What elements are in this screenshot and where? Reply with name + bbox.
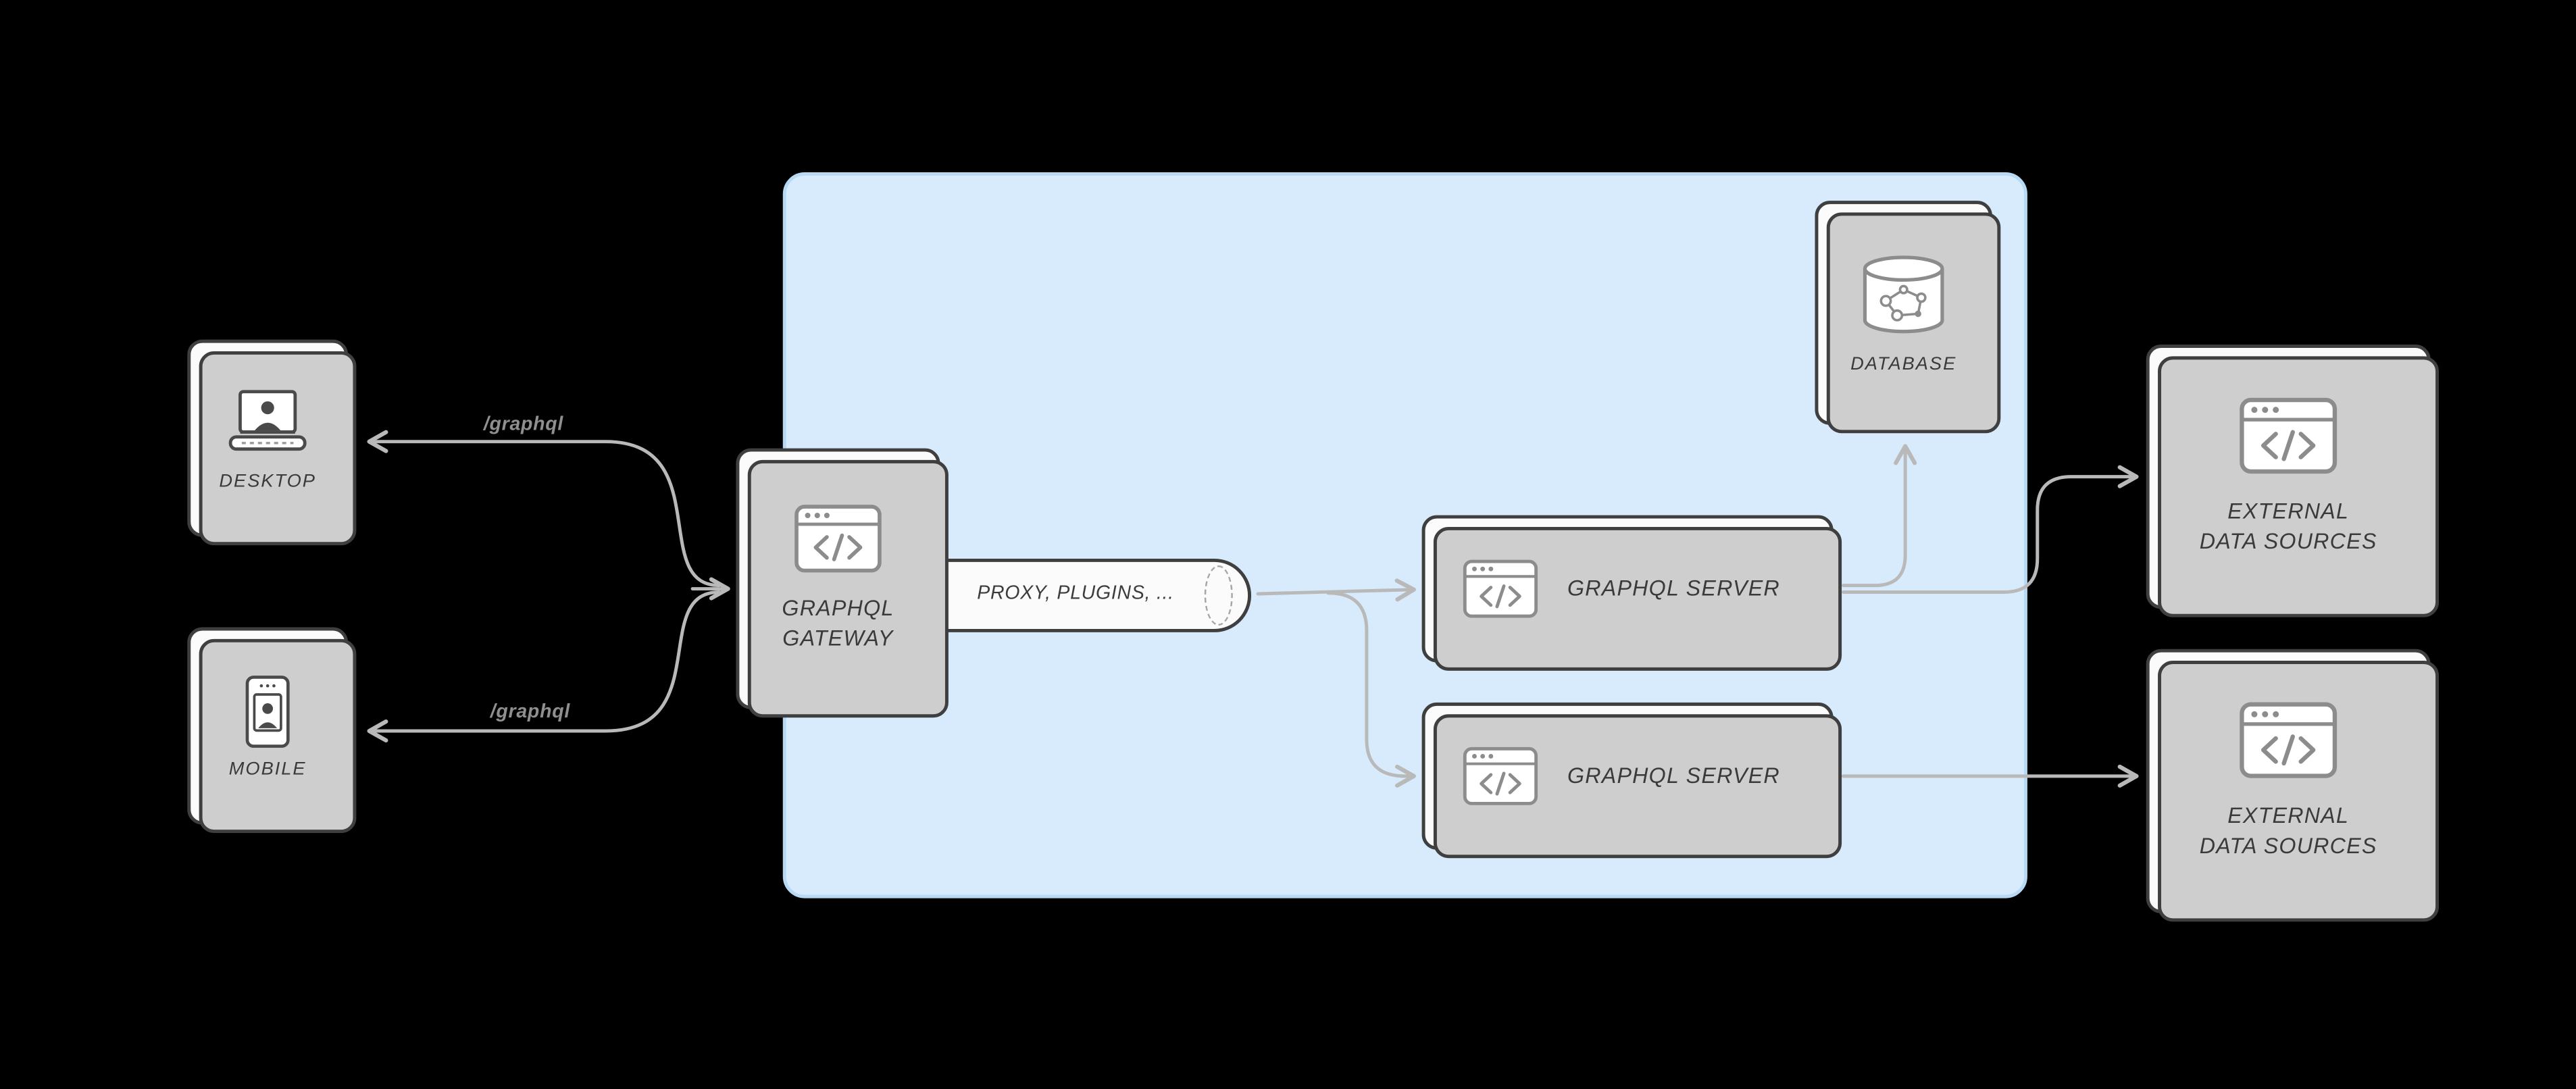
edge-server-to-external-top (1842, 465, 2139, 594)
node-external-data-sources-top: EXTERNAL DATA SOURCES (2146, 345, 2440, 617)
pipe-cap-ellipse (1204, 565, 1233, 626)
node-graphql-server-top: GRAPHQL SERVER (1421, 515, 1842, 671)
edge-server-to-database (1842, 444, 1917, 588)
gateway-label-line1: GRAPHQL (782, 594, 894, 621)
code-window-icon (1463, 746, 1538, 805)
node-desktop-client: DESKTOP (187, 339, 357, 546)
external-bottom-label-line2: DATA SOURCES (2199, 833, 2377, 859)
node-label-mobile: MOBILE (228, 758, 307, 779)
node-mobile-client: MOBILE (187, 627, 357, 834)
node-external-data-sources-bottom: EXTERNAL DATA SOURCES (2146, 649, 2440, 922)
proxy-pipe-label: PROXY, PLUGINS, ... (977, 584, 1174, 605)
edge-pipe-to-server-bottom (1326, 591, 1416, 788)
database-graph-icon (1863, 255, 1944, 333)
external-top-label-line1: EXTERNAL (2227, 498, 2350, 524)
node-label-database: DATABASE (1850, 353, 1957, 374)
proxy-pipe: PROXY, PLUGINS, ... (936, 558, 1252, 632)
code-window-icon (794, 504, 882, 572)
gateway-label-line2: GATEWAY (782, 626, 894, 651)
laptop-user-icon (228, 389, 307, 450)
node-graphql-gateway: GRAPHQL GATEWAY (736, 448, 949, 718)
edge-label-mobile-graphql: /graphql (490, 702, 571, 723)
node-database: DATABASE (1815, 201, 2001, 434)
node-label-external-bottom: EXTERNAL DATA SOURCES (2200, 801, 2377, 862)
node-label-server-bottom: GRAPHQL SERVER (1567, 762, 1780, 788)
node-label-gateway: GRAPHQL GATEWAY (782, 594, 894, 655)
node-label-external-top: EXTERNAL DATA SOURCES (2200, 497, 2377, 557)
code-window-icon (1463, 559, 1538, 618)
node-graphql-server-bottom: GRAPHQL SERVER (1421, 702, 1842, 859)
edge-label-desktop-graphql: /graphql (483, 415, 564, 435)
edge-gateway-to-mobile (367, 590, 722, 743)
node-label-desktop: DESKTOP (219, 470, 316, 491)
edge-gateway-to-desktop (367, 430, 722, 588)
external-top-label-line2: DATA SOURCES (2199, 528, 2377, 554)
node-label-server-top: GRAPHQL SERVER (1567, 575, 1780, 601)
code-window-icon (2240, 397, 2338, 474)
external-bottom-label-line1: EXTERNAL (2227, 803, 2350, 828)
phone-user-icon (245, 674, 290, 747)
code-window-icon (2240, 702, 2338, 778)
